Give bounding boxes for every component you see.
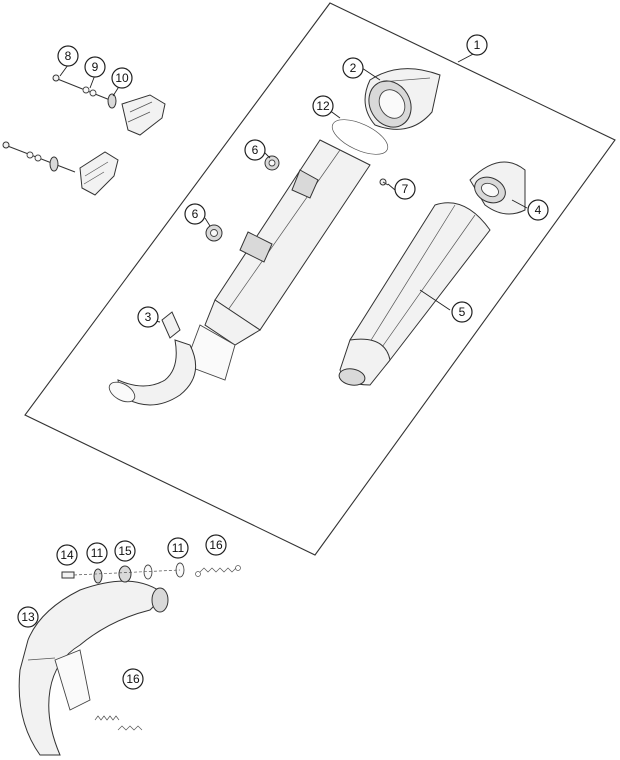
svg-text:13: 13	[21, 610, 35, 624]
clamp	[161, 311, 181, 339]
svg-text:5: 5	[459, 305, 466, 319]
callout-1: 1	[466, 34, 488, 56]
svg-text:15: 15	[118, 544, 132, 558]
callout-6-upper: 6	[244, 139, 266, 161]
callout-9: 9	[84, 56, 106, 78]
callout-14: 14	[56, 544, 78, 566]
svg-text:6: 6	[252, 143, 259, 157]
silencer-cover	[338, 202, 491, 386]
svg-text:7: 7	[402, 182, 409, 196]
callout-11-right: 11	[167, 537, 189, 559]
callout-4: 4	[527, 199, 549, 221]
callout-10: 10	[111, 67, 133, 89]
callout-16-upper: 16	[205, 534, 227, 556]
gasket-ring	[331, 119, 389, 155]
svg-text:16: 16	[126, 672, 140, 686]
silencer-main	[184, 139, 371, 381]
callout-7: 7	[394, 178, 416, 200]
callout-6-lower: 6	[184, 203, 206, 225]
grommet-upper	[264, 155, 280, 171]
svg-text:9: 9	[92, 60, 99, 74]
screw	[379, 178, 389, 186]
end-cap-small	[469, 161, 526, 215]
header-bolt-set	[61, 562, 185, 584]
callout-13: 13	[17, 606, 39, 628]
svg-text:6: 6	[192, 207, 199, 221]
svg-text:1: 1	[474, 38, 481, 52]
spring-lower-a	[94, 715, 120, 721]
callout-2: 2	[342, 57, 364, 79]
grommet-lower	[205, 224, 223, 242]
callout-5: 5	[451, 301, 473, 323]
svg-text:11: 11	[91, 546, 104, 560]
callout-3: 3	[137, 306, 159, 328]
bracket-assembly-lower	[2, 141, 119, 196]
callout-8: 8	[57, 45, 79, 67]
svg-text:12: 12	[316, 99, 330, 113]
callout-15: 15	[114, 540, 136, 562]
svg-text:10: 10	[115, 71, 129, 85]
svg-text:14: 14	[60, 548, 74, 562]
svg-text:8: 8	[65, 49, 72, 63]
svg-text:16: 16	[209, 538, 223, 552]
header-pipe	[18, 580, 169, 756]
pipe-bend	[108, 339, 197, 406]
callout-11-left: 11	[86, 542, 108, 564]
end-cap	[364, 68, 441, 130]
svg-text:11: 11	[172, 541, 185, 555]
callout-12: 12	[312, 95, 334, 117]
spring-upper	[195, 565, 241, 577]
svg-text:3: 3	[145, 310, 152, 324]
svg-text:2: 2	[350, 61, 357, 75]
svg-text:4: 4	[535, 203, 542, 217]
bracket-assembly-upper	[52, 74, 166, 136]
assembly-frame	[24, 2, 616, 556]
callout-16-lower: 16	[122, 668, 144, 690]
spring-lower-b	[117, 725, 143, 731]
